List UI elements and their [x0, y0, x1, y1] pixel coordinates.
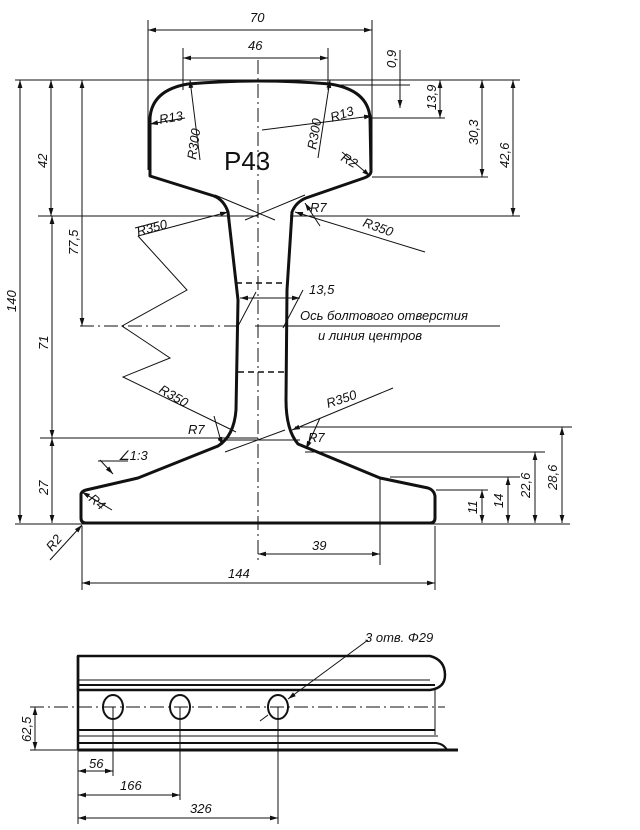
dim-71: 71: [36, 336, 51, 350]
dim-77-5: 77,5: [66, 229, 81, 255]
radius-r300-left: R300: [184, 127, 203, 161]
radius-r7-bottom-right: R7: [308, 430, 325, 445]
radius-r350-bottom-right: R350: [324, 387, 359, 411]
dim-46: 46: [248, 38, 263, 53]
radius-r350-bottom-left: R350: [157, 382, 192, 411]
dim-144: 144: [228, 566, 250, 581]
radius-r13-left: R13: [158, 108, 185, 127]
radius-r350-top-right: R350: [361, 215, 396, 240]
dim-30-3: 30,3: [466, 119, 481, 145]
radius-r2-head: R2: [339, 150, 362, 172]
holes-note: 3 отв. Φ29: [365, 630, 433, 645]
dim-39: 39: [312, 538, 326, 553]
radius-r350-top-left: R350: [135, 216, 170, 239]
dim-27: 27: [36, 480, 51, 496]
dim-42-6: 42,6: [497, 142, 512, 168]
dim-14: 14: [491, 494, 506, 508]
rail-designation: P43: [224, 146, 270, 176]
dim-22-6: 22,6: [518, 472, 533, 499]
dim-56: 56: [89, 756, 104, 771]
dim-0-9: 0,9: [384, 50, 399, 68]
dim-11: 11: [465, 501, 480, 515]
dim-70: 70: [250, 10, 265, 25]
bolt-axis-note-2: и линия центров: [318, 328, 422, 343]
rail-side-view: 3 отв. Φ29 62,5 56 166 326: [19, 630, 458, 824]
dimensions: 70 46 0,9 13,9 30,3 42,6 42 77,5 140 71 …: [4, 10, 572, 590]
radius-r7-bottom-left: R7: [188, 422, 205, 437]
radius-r13-right: R13: [328, 103, 356, 125]
bolt-axis-note-1: Ось болтового отверстия: [300, 308, 468, 323]
slope-1-3: ∠1:3: [118, 448, 148, 463]
dim-140: 140: [4, 290, 19, 312]
dim-166: 166: [120, 778, 142, 793]
r350-zigzag: [121, 235, 233, 431]
radius-r4: R4: [86, 491, 108, 513]
dim-13-9: 13,9: [424, 85, 439, 110]
radius-r300-right: R300: [304, 117, 324, 151]
radius-r7-top: R7: [310, 200, 327, 215]
dim-62-5: 62,5: [19, 716, 34, 742]
dim-42: 42: [35, 153, 50, 168]
dim-28-6: 28,6: [545, 464, 560, 491]
dim-326: 326: [190, 801, 212, 816]
radius-r2-foot: R2: [43, 531, 66, 554]
dim-13-5: 13,5: [309, 282, 335, 297]
